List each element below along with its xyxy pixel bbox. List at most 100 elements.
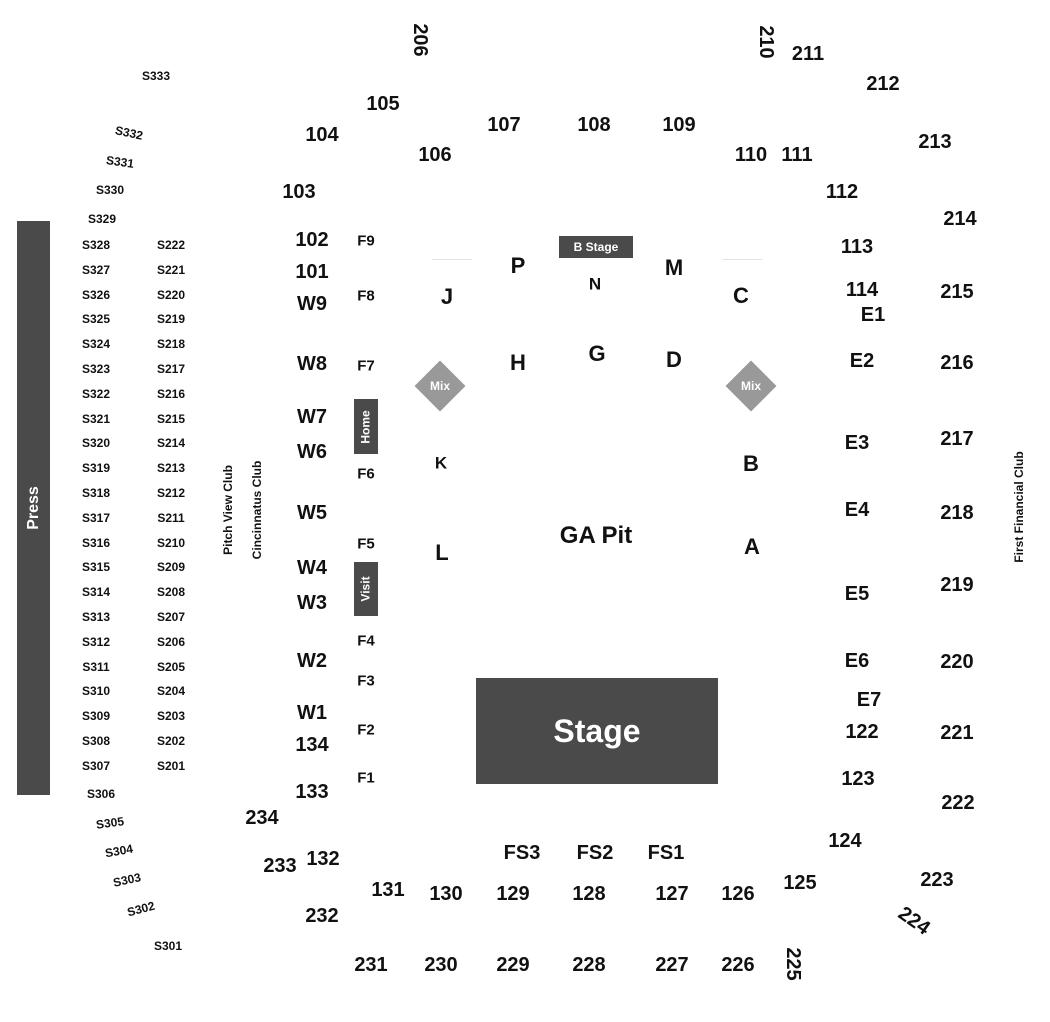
section-123[interactable]: 123 — [841, 768, 875, 790]
section-114[interactable]: 114 — [845, 279, 879, 301]
section-s204[interactable]: S204 — [156, 684, 186, 699]
section-206[interactable]: 206 — [409, 23, 431, 57]
section-s313[interactable]: S313 — [81, 610, 111, 624]
section-128[interactable]: 128 — [572, 883, 606, 905]
section-132[interactable]: 132 — [306, 848, 340, 870]
section-231[interactable]: 231 — [354, 954, 388, 976]
section-s222[interactable]: S222 — [156, 238, 186, 252]
section-w3[interactable]: W3 — [297, 592, 327, 614]
section-s319[interactable]: S319 — [81, 461, 111, 476]
section-w7[interactable]: W7 — [297, 406, 327, 428]
section-227[interactable]: 227 — [655, 954, 689, 976]
press-box[interactable]: Press — [17, 221, 50, 795]
main-stage[interactable]: Stage — [476, 678, 718, 784]
section-221[interactable]: 221 — [940, 722, 974, 744]
b-stage[interactable]: B Stage — [559, 236, 633, 258]
section-s203[interactable]: S203 — [156, 709, 186, 724]
section-222[interactable]: 222 — [941, 792, 975, 814]
section-s302[interactable]: S302 — [125, 898, 157, 920]
section-s308[interactable]: S308 — [81, 734, 111, 748]
section-106[interactable]: 106 — [418, 144, 452, 166]
section-c[interactable]: C — [733, 283, 749, 308]
section-234[interactable]: 234 — [245, 807, 279, 829]
section-225[interactable]: 225 — [782, 947, 804, 981]
section-124[interactable]: 124 — [828, 830, 862, 852]
section-k[interactable]: K — [434, 453, 448, 473]
section-s210[interactable]: S210 — [156, 535, 186, 550]
section-s323[interactable]: S323 — [81, 362, 111, 376]
section-s201[interactable]: S201 — [156, 758, 186, 773]
section-d[interactable]: D — [666, 347, 682, 372]
section-s328[interactable]: S328 — [81, 238, 111, 252]
section-108[interactable]: 108 — [577, 114, 611, 136]
section-131[interactable]: 131 — [371, 879, 405, 901]
section-s215[interactable]: S215 — [156, 411, 186, 426]
section-s301[interactable]: S301 — [153, 939, 183, 953]
section-215[interactable]: 215 — [940, 281, 974, 303]
section-104[interactable]: 104 — [305, 124, 339, 146]
section-129[interactable]: 129 — [496, 883, 530, 905]
section-e4[interactable]: E4 — [844, 499, 870, 521]
section-s214[interactable]: S214 — [156, 436, 186, 451]
section-n[interactable]: N — [588, 274, 602, 294]
section-w9[interactable]: W9 — [297, 293, 327, 315]
section-f7[interactable]: F7 — [357, 357, 375, 375]
section-s221[interactable]: S221 — [156, 262, 186, 277]
section-s216[interactable]: S216 — [156, 386, 186, 401]
section-s330[interactable]: S330 — [95, 183, 125, 197]
section-j[interactable]: J — [440, 284, 454, 309]
section-fs3[interactable]: FS3 — [503, 842, 541, 864]
section-a[interactable]: A — [744, 534, 760, 559]
section-s310[interactable]: S310 — [81, 684, 111, 699]
section-l[interactable]: L — [435, 540, 449, 565]
section-111[interactable]: 111 — [781, 144, 813, 166]
section-s317[interactable]: S317 — [81, 510, 111, 525]
section-101[interactable]: 101 — [295, 261, 329, 283]
section-s303[interactable]: S303 — [111, 870, 143, 890]
section-211[interactable]: 211 — [791, 43, 825, 65]
section-s321[interactable]: S321 — [81, 411, 111, 426]
section-s207[interactable]: S207 — [156, 610, 186, 624]
section-212[interactable]: 212 — [866, 73, 900, 95]
section-m[interactable]: M — [664, 255, 684, 280]
section-f8[interactable]: F8 — [357, 287, 375, 305]
section-s307[interactable]: S307 — [81, 758, 111, 773]
visit-box[interactable]: Visit — [354, 562, 378, 616]
section-s318[interactable]: S318 — [81, 486, 111, 500]
section-p[interactable]: P — [510, 253, 526, 278]
section-224[interactable]: 224 — [894, 902, 934, 940]
section-w6[interactable]: W6 — [297, 441, 327, 463]
section-109[interactable]: 109 — [662, 114, 696, 136]
section-fs2[interactable]: FS2 — [576, 842, 614, 864]
section-f3[interactable]: F3 — [357, 672, 375, 690]
section-232[interactable]: 232 — [305, 905, 339, 927]
section-w4[interactable]: W4 — [297, 557, 327, 579]
section-210[interactable]: 210 — [755, 25, 777, 59]
section-s309[interactable]: S309 — [81, 709, 111, 724]
section-s329[interactable]: S329 — [87, 212, 117, 226]
section-105[interactable]: 105 — [366, 93, 400, 115]
section-107[interactable]: 107 — [487, 114, 521, 136]
section-s218[interactable]: S218 — [156, 337, 186, 352]
section-113[interactable]: 113 — [840, 236, 874, 258]
section-s219[interactable]: S219 — [156, 312, 186, 327]
section-g[interactable]: G — [588, 341, 606, 366]
section-218[interactable]: 218 — [940, 502, 974, 524]
section-s212[interactable]: S212 — [156, 486, 186, 500]
section-s327[interactable]: S327 — [81, 262, 111, 277]
section-f5[interactable]: F5 — [357, 535, 375, 553]
section-s326[interactable]: S326 — [81, 287, 111, 302]
section-122[interactable]: 122 — [845, 721, 879, 743]
section-w8[interactable]: W8 — [297, 353, 327, 375]
section-s312[interactable]: S312 — [81, 634, 111, 649]
section-f6[interactable]: F6 — [357, 465, 375, 483]
section-230[interactable]: 230 — [424, 954, 458, 976]
section-s306[interactable]: S306 — [86, 787, 116, 801]
section-226[interactable]: 226 — [721, 954, 755, 976]
section-220[interactable]: 220 — [940, 651, 974, 673]
section-219[interactable]: 219 — [940, 574, 974, 596]
section-s305[interactable]: S305 — [95, 814, 125, 832]
home-box[interactable]: Home — [354, 399, 378, 454]
ga-pit-label[interactable]: GA Pit — [559, 522, 633, 549]
section-s311[interactable]: S311 — [82, 659, 110, 674]
